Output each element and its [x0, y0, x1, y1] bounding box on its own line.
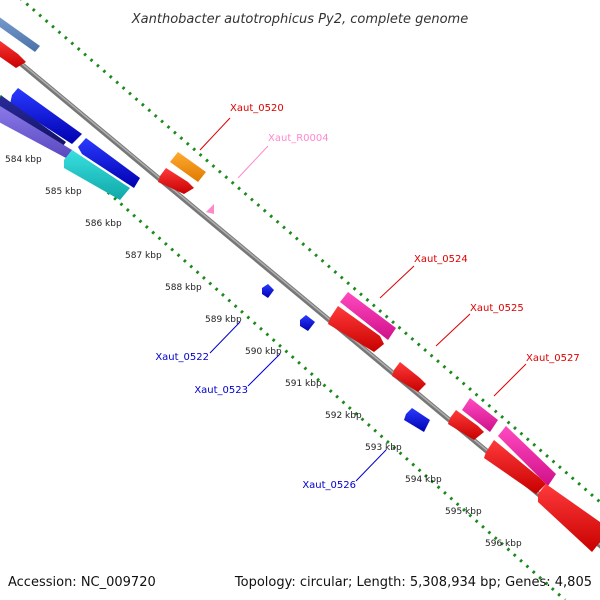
tick-label: 596 kbp: [485, 539, 522, 549]
gene-feature-red: [0, 40, 26, 68]
gene-feature-magenta[interactable]: [340, 292, 396, 340]
gene-feature-red[interactable]: [538, 484, 600, 552]
gene-feature-red[interactable]: [328, 306, 384, 352]
gene-label-leader-line: [237, 145, 269, 179]
tick-label: 586 kbp: [85, 219, 122, 229]
tick-label: 589 kbp: [205, 315, 242, 325]
accession-label: Accession: NC_009720: [8, 575, 156, 590]
gene-label-leader-line: [355, 449, 387, 482]
gene-label[interactable]: Xaut_0525: [470, 303, 524, 314]
gene-feature-blue[interactable]: [404, 408, 430, 432]
gene-feature-blue[interactable]: [300, 315, 315, 331]
tick-label: 593 kbp: [365, 443, 402, 453]
gene-feature-red[interactable]: [158, 168, 194, 194]
gene-label[interactable]: Xaut_0520: [230, 103, 284, 114]
gene-feature-blue[interactable]: [78, 138, 140, 188]
gene-feature-magenta[interactable]: [498, 426, 556, 486]
tick-label: 592 kbp: [325, 411, 362, 421]
gene-label-leader-line: [379, 265, 415, 299]
gene-label[interactable]: Xaut_R0004: [268, 133, 329, 144]
gene-labels: Xaut_0520Xaut_R0004Xaut_0524Xaut_0525Xau…: [155, 103, 579, 491]
tick-label: 595 kbp: [445, 507, 482, 517]
gene-feature-blue[interactable]: [10, 88, 82, 144]
gene-label[interactable]: Xaut_0526: [302, 480, 356, 491]
gene-label[interactable]: Xaut_0527: [526, 353, 580, 364]
gene-feature-purple: [0, 106, 72, 158]
tick-label: 585 kbp: [45, 187, 82, 197]
gene-label-leader-line: [493, 363, 527, 397]
gene-feature-red[interactable]: [484, 440, 546, 494]
gene-feature-cyan: [64, 150, 130, 200]
map-title: Xanthobacter autotrophicus Py2, complete…: [131, 12, 468, 27]
gene-label[interactable]: Xaut_0524: [414, 254, 468, 265]
gene-feature-blue[interactable]: [262, 284, 274, 298]
inner-tick-track: [0, 94, 566, 600]
genome-summary: Topology: circular; Length: 5,308,934 bp…: [234, 575, 592, 590]
gene-feature-steelblue: [0, 17, 40, 52]
gene-label-leader-line: [209, 321, 241, 354]
gene-label-leader-line: [199, 117, 231, 151]
gene-feature-magenta[interactable]: [462, 398, 498, 432]
tick-label: 587 kbp: [125, 251, 162, 261]
tick-labels: 584 kbp 585 kbp 586 kbp 587 kbp 588 kbp 589 k…: [5, 155, 522, 549]
gene-feature-red[interactable]: [392, 362, 426, 392]
rna-feature-pink[interactable]: [206, 204, 214, 214]
gene-feature-red[interactable]: [448, 410, 484, 440]
gene-feature-orange[interactable]: [170, 152, 206, 182]
tick-label: 584 kbp: [5, 155, 42, 165]
gene-label[interactable]: Xaut_0523: [194, 385, 248, 396]
gene-label-leader-line: [435, 313, 471, 347]
gene-label-leader-line: [247, 353, 281, 387]
tick-label: 591 kbp: [285, 379, 322, 389]
tick-label: 594 kbp: [405, 475, 442, 485]
genome-backbone: [0, 43, 600, 549]
tick-label: 588 kbp: [165, 283, 202, 293]
tick-label: 590 kbp: [245, 347, 282, 357]
gene-label[interactable]: Xaut_0522: [155, 352, 209, 363]
outer-tick-track: [20, 0, 600, 504]
